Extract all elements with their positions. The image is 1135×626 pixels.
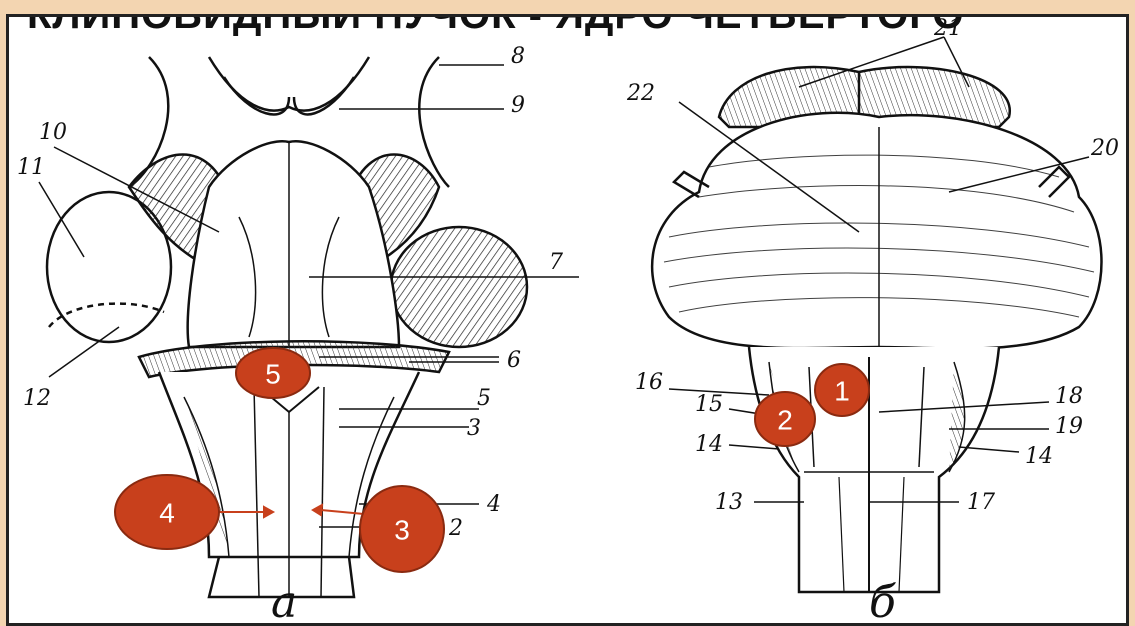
label-9: 9 xyxy=(511,93,525,118)
label-22: 22 xyxy=(626,81,655,106)
label-17: 17 xyxy=(967,490,995,515)
svg-text:4: 4 xyxy=(159,498,175,529)
figure-frame: КЛИНОВИДНЫЙ ПУЧОК - ЯДРО ЧЕТВЕРТОГО xyxy=(6,14,1129,626)
svg-text:3: 3 xyxy=(394,515,410,546)
label-16: 16 xyxy=(635,370,663,395)
label-21: 21 xyxy=(933,17,962,41)
marker-1: 1 xyxy=(815,364,869,416)
label-14-left: 14 xyxy=(695,432,723,457)
label-19: 19 xyxy=(1055,414,1083,439)
label-8: 8 xyxy=(511,44,525,69)
label-11: 11 xyxy=(17,155,45,180)
svg-text:1: 1 xyxy=(834,376,850,407)
label-13: 13 xyxy=(715,490,743,515)
label-20: 20 xyxy=(1090,136,1119,161)
marker-2: 2 xyxy=(755,392,815,446)
marker-5: 5 xyxy=(236,348,310,398)
label-15: 15 xyxy=(695,392,723,417)
anatomy-figure: 8 9 10 11 7 6 12 5 3 4 2 xyxy=(9,17,1129,626)
label-3: 3 xyxy=(467,416,481,441)
label-2: 2 xyxy=(448,516,463,541)
caption-left: а xyxy=(271,577,297,626)
svg-text:5: 5 xyxy=(265,359,281,390)
label-14-right: 14 xyxy=(1025,444,1053,469)
label-12: 12 xyxy=(23,386,51,411)
label-4: 4 xyxy=(486,492,501,517)
caption-right: б xyxy=(869,577,896,626)
label-6: 6 xyxy=(507,348,521,373)
label-10: 10 xyxy=(39,120,67,145)
marker-4: 4 xyxy=(115,475,219,549)
label-18: 18 xyxy=(1055,384,1083,409)
svg-text:2: 2 xyxy=(777,405,793,436)
label-5: 5 xyxy=(477,386,491,411)
marker-3: 3 xyxy=(360,486,444,572)
label-7: 7 xyxy=(549,250,563,275)
